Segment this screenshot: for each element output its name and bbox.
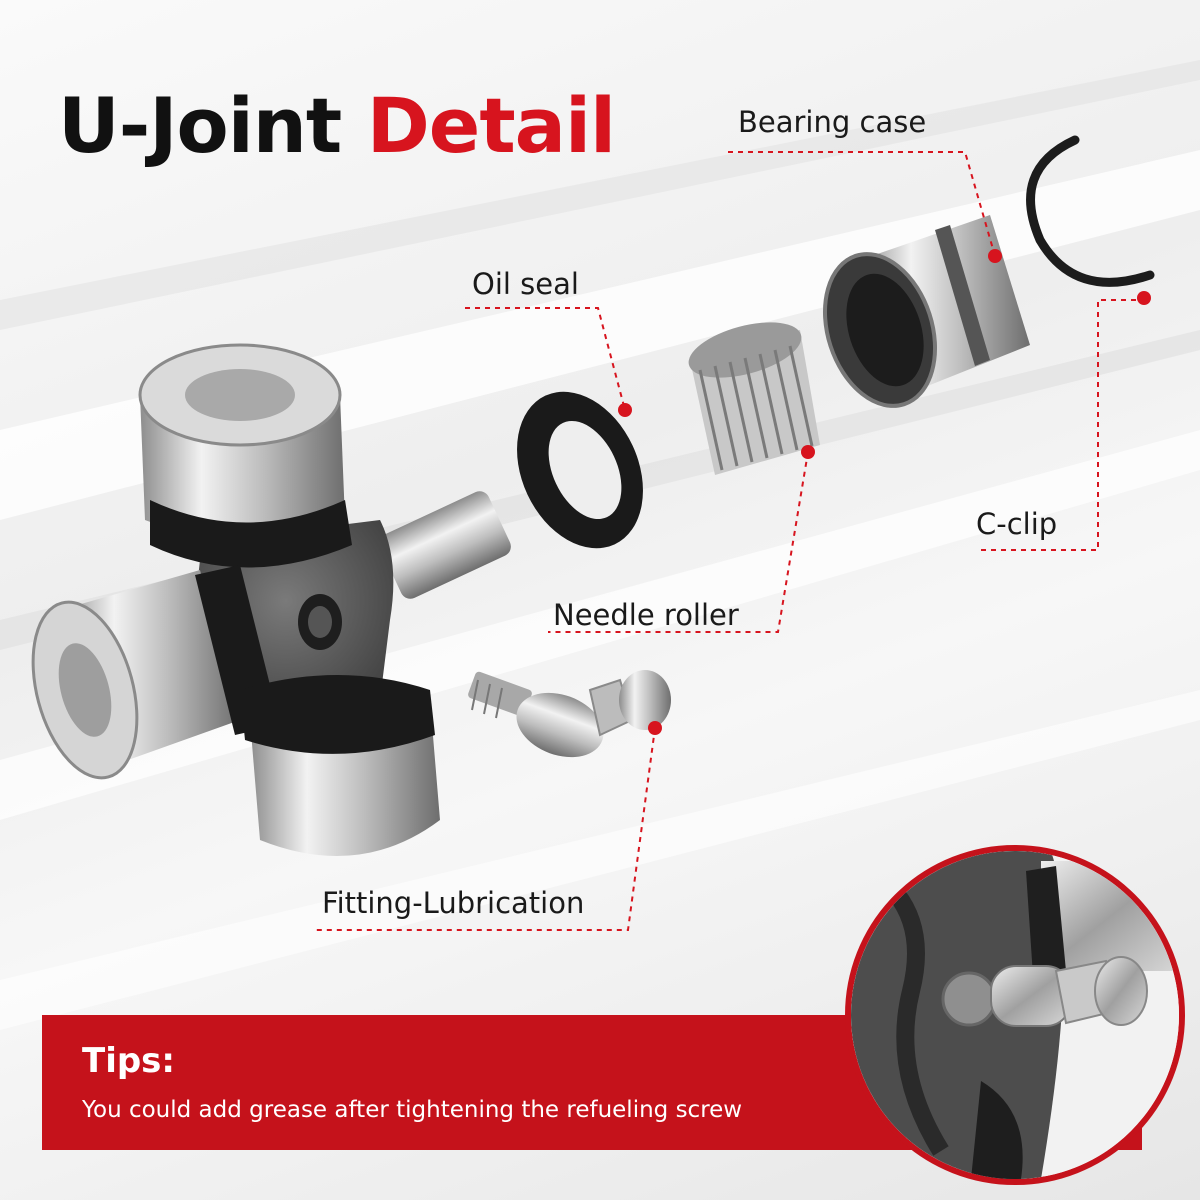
ujoint-cross — [31, 343, 511, 856]
title-word-ujoint: U-Joint — [58, 81, 342, 170]
c-clip-part — [1026, 135, 1155, 287]
label-needle-roller: Needle roller — [553, 598, 739, 632]
oil-seal-part — [517, 391, 643, 549]
grease-fitting-part — [468, 670, 671, 758]
label-c-clip: C-clip — [976, 507, 1058, 541]
label-bearing-case: Bearing case — [738, 105, 927, 139]
leader-dots — [618, 249, 1151, 735]
label-fitting-lubrication: Fitting-Lubrication — [322, 886, 585, 920]
page-title: U-Joint Detail — [58, 88, 616, 164]
zoom-detail-image — [851, 851, 1179, 1179]
tips-heading: Tips: — [82, 1041, 176, 1081]
tips-text: You could add grease after tightening th… — [82, 1097, 743, 1123]
zoom-detail-circle — [845, 845, 1185, 1185]
title-word-detail: Detail — [366, 81, 616, 170]
bearing-case-part — [822, 215, 1030, 408]
needle-roller-part — [688, 322, 820, 475]
label-oil-seal: Oil seal — [472, 267, 579, 301]
